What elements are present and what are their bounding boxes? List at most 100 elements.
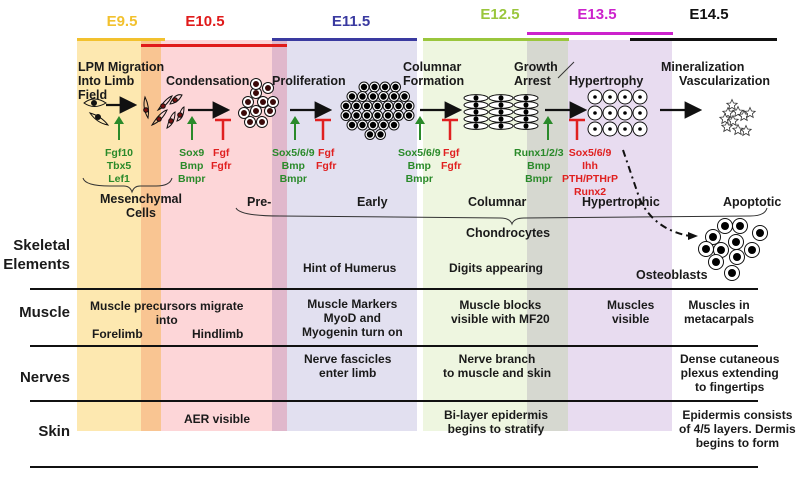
osteoblasts-icon xyxy=(698,218,768,281)
nerves-e12-line2: to muscle and skin xyxy=(443,366,552,380)
process-columnar-line1: Columnar xyxy=(403,60,462,74)
osteoblast-cell-nucleus xyxy=(721,222,729,230)
hypertrophic-cell-nucleus xyxy=(623,127,627,131)
regulators-group-3-activators: Sox5/6/9 Bmp Bmpr xyxy=(272,147,315,186)
proliferating-cell-nucleus xyxy=(342,102,350,110)
osteoblast-cell-nucleus xyxy=(736,222,744,230)
skeletal-e12-cell: Digits appearing xyxy=(449,261,544,275)
gene-fgf: Fgf xyxy=(443,147,460,159)
columnar-cell-nucleus xyxy=(473,109,479,115)
regulators-group-4-inhibitors: Fgf Fgfr xyxy=(441,147,461,173)
hypertrophic-cells-icon xyxy=(587,89,648,137)
skin-e14-cell: Epidermis consists of 4/5 layers. Dermis… xyxy=(679,408,796,450)
muscle-e13-cell: Muscles visible xyxy=(607,298,654,326)
proliferating-cell-nucleus xyxy=(374,102,381,110)
process-growth-line1: Growth xyxy=(514,60,558,74)
process-mineralization: Mineralization xyxy=(661,60,745,74)
row-label-skeletal-line1: Skeletal xyxy=(13,237,70,254)
process-condensation: Condensation xyxy=(166,74,250,88)
gene-lef1: Lef1 xyxy=(108,173,130,185)
gene-fgfr: Fgfr xyxy=(211,160,232,172)
proliferating-cell-nucleus xyxy=(366,131,374,138)
row-label-muscle: Muscle xyxy=(19,304,70,321)
gene-bmp: Bmp xyxy=(281,160,305,172)
chondro-stage-hypertrophic: Hypertrophic xyxy=(582,195,660,209)
proliferating-cell-nucleus xyxy=(395,102,402,110)
muscle-e14-line2: metacarpals xyxy=(684,312,755,326)
condensed-cell-nucleus xyxy=(253,81,259,87)
stage-line-e14-5 xyxy=(630,38,777,41)
mesenchymal-brace xyxy=(82,177,173,194)
chondro-stage-pre: Pre- xyxy=(247,195,272,209)
gene-fgfr: Fgfr xyxy=(441,160,462,172)
migrating-cells-icon xyxy=(143,94,185,129)
proliferating-cell-nucleus xyxy=(353,102,360,110)
hypertrophic-cell-nucleus xyxy=(593,95,597,99)
gene-fgfr: Fgfr xyxy=(316,160,337,172)
regulators-group-2-activators: Sox9 Bmp Bmpr xyxy=(178,147,205,186)
hypertrophic-cell-nucleus xyxy=(593,111,597,115)
skin-e14-line1: Epidermis consists xyxy=(682,408,793,422)
hypertrophic-cell-nucleus xyxy=(638,127,642,131)
stage-label-e13-5: E13.5 xyxy=(577,6,617,23)
mesenchymal-cell-icon xyxy=(83,98,110,126)
chondrocytes-label: Chondrocytes xyxy=(466,226,551,240)
process-lpm-migration: LPM Migration Into Limb Field xyxy=(78,60,164,102)
muscle-e12-line1: Muscle blocks xyxy=(459,298,542,312)
hypertrophic-cell-nucleus xyxy=(638,95,642,99)
columnar-cell-nucleus xyxy=(473,116,479,122)
gene-bmpr: Bmpr xyxy=(405,173,434,185)
gene-tbx5: Tbx5 xyxy=(106,160,132,172)
regulators-group-1: Fgf10 Tbx5 Lef1 xyxy=(105,147,133,186)
gene-sox569: Sox5/6/9 xyxy=(398,147,441,159)
muscle-e14-line1: Muscles in xyxy=(688,298,750,312)
nerves-e12-cell: Nerve branch to muscle and skin xyxy=(443,352,551,380)
band-e9-e10-overlap xyxy=(141,40,161,431)
mesenchymal-line1: Mesenchymal xyxy=(100,192,182,206)
nerves-e14-line2: plexus extending xyxy=(680,366,779,380)
inhibitor-bars xyxy=(215,118,585,140)
nerves-e14-cell: Dense cutaneous plexus extending to fing… xyxy=(680,352,779,394)
osteoblast-cell-nucleus xyxy=(717,246,725,254)
skin-e12-line2: begins to stratify xyxy=(447,422,545,436)
condensed-cell-nucleus xyxy=(245,99,251,105)
proliferating-cell-nucleus xyxy=(392,83,399,91)
proliferating-cell-nucleus xyxy=(405,102,413,110)
proliferating-cell-nucleus xyxy=(360,83,368,91)
columnar-cell-nucleus xyxy=(523,116,529,122)
condensed-cell-nucleus xyxy=(260,99,266,105)
stage-label-e10-5: E10.5 xyxy=(185,13,225,30)
columnar-cell-nucleus xyxy=(523,123,529,129)
gene-sox569: Sox5/6/9 xyxy=(272,147,315,159)
proliferating-cell-nucleus xyxy=(381,83,389,91)
condensed-cell-nucleus xyxy=(253,108,259,114)
osteoblast-transition-path xyxy=(622,149,691,237)
muscle-e13-line2: visible xyxy=(612,312,650,326)
gene-fgf10: Fgf10 xyxy=(105,147,134,159)
hypertrophic-cell-nucleus xyxy=(623,111,627,115)
stage-line-e13-5 xyxy=(527,32,673,35)
columnar-cell-nucleus xyxy=(498,116,504,122)
muscle-early-line2: into xyxy=(155,313,178,327)
proliferating-cell-nucleus xyxy=(380,93,387,100)
muscle-e11-line2: MyoD and xyxy=(323,311,381,325)
muscle-e11-line3: Myogenin turn on xyxy=(302,325,403,339)
activator-arrows xyxy=(114,116,553,140)
columnar-cells-icon xyxy=(463,94,539,130)
gene-bmpr: Bmpr xyxy=(279,173,308,185)
mesenchymal-cells-label: Mesenchymal Cells xyxy=(100,192,182,220)
regulators-group-5-activators: Runx1/2/3 Bmp Bmpr xyxy=(514,147,564,186)
muscle-e13-line1: Muscles xyxy=(607,298,655,312)
skeletal-e11-cell: Hint of Humerus xyxy=(303,261,397,275)
skin-e10-cell: AER visible xyxy=(184,412,251,426)
proliferating-cell-nucleus xyxy=(390,121,398,129)
regulators-group-3-inhibitors: Fgf Fgfr xyxy=(316,147,336,173)
row-label-skeletal-elements: Skeletal Elements xyxy=(0,236,70,274)
row-divider-2 xyxy=(30,345,758,347)
gene-sox569: Sox5/6/9 xyxy=(568,147,612,159)
proliferating-cell-nucleus xyxy=(353,112,360,119)
slash-divider xyxy=(557,61,575,79)
proliferating-cell-nucleus xyxy=(384,112,392,119)
process-vascularization: Vascularization xyxy=(679,74,771,88)
proliferating-cell-nucleus xyxy=(348,121,356,129)
